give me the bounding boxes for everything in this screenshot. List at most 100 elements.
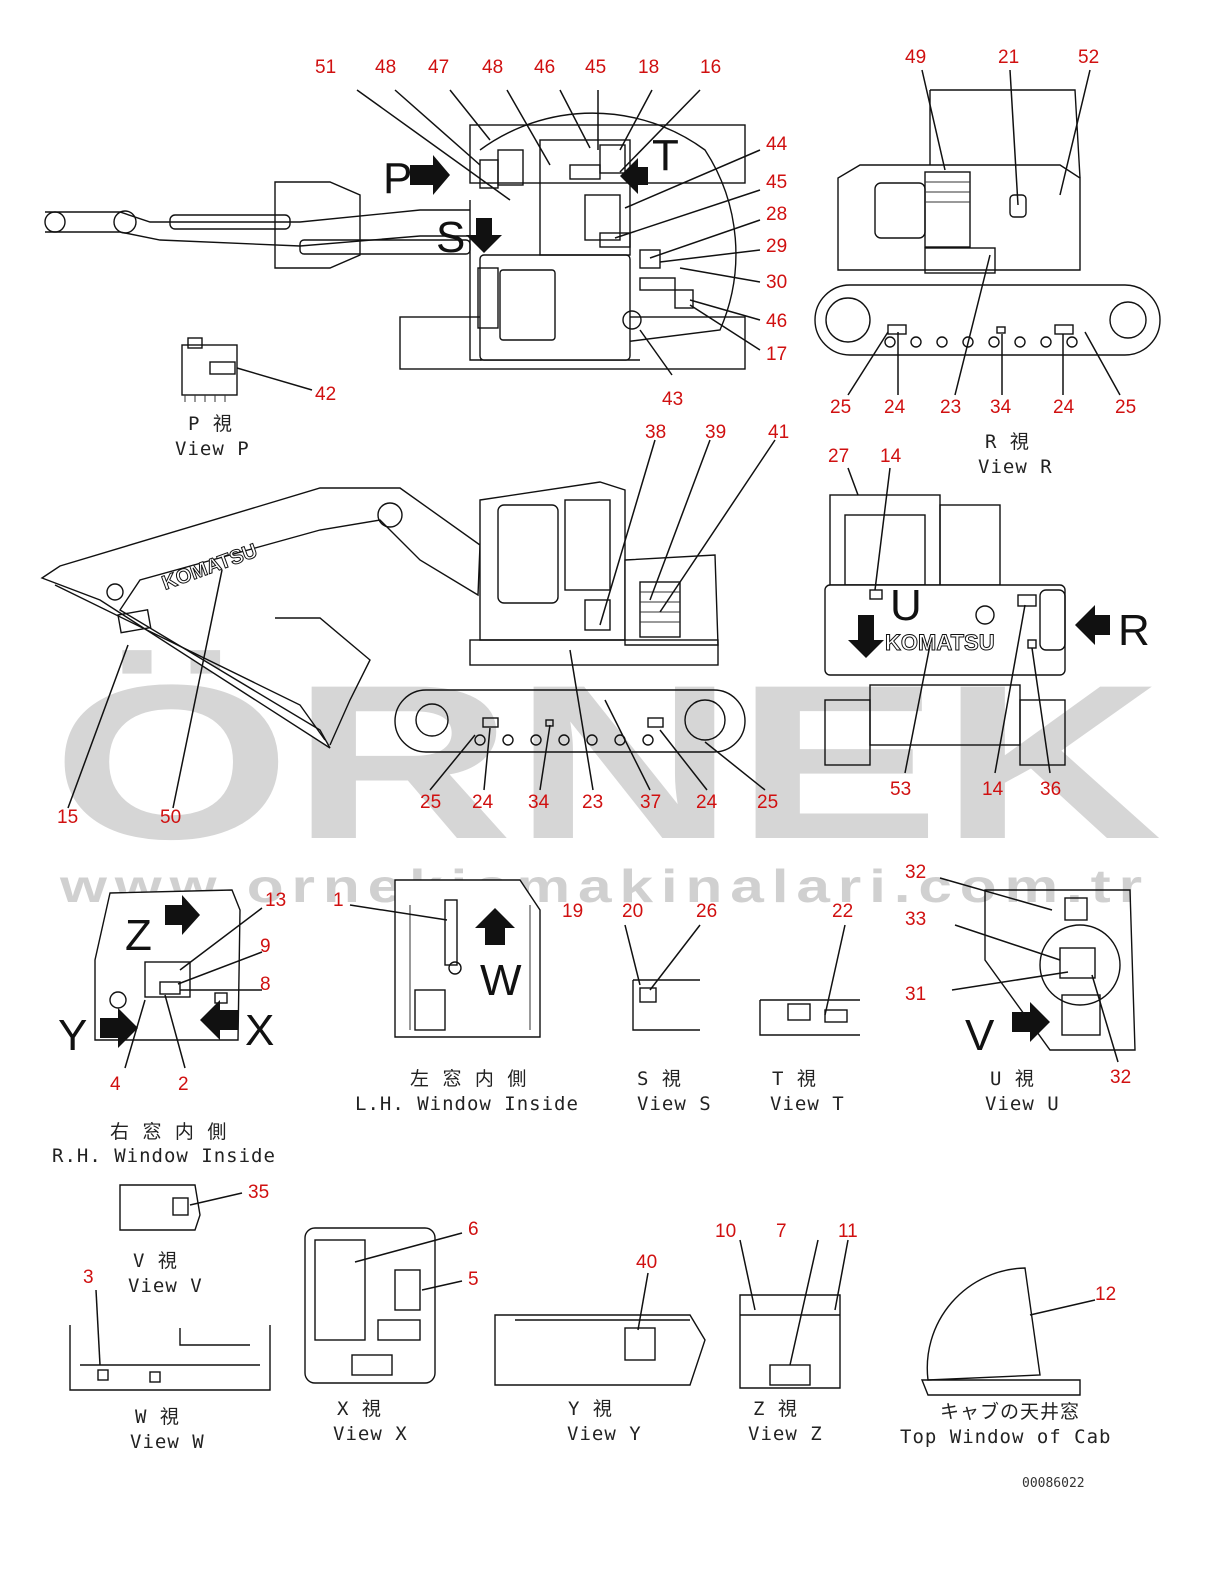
watermark: ÖRNEK www.ornekismakinalari.com.tr: [52, 639, 1162, 912]
callout: 6: [468, 1219, 479, 1240]
top-plan-view: P T S 51 48 47 48 46 45 18 16 44 45 28 2…: [44, 57, 788, 410]
view-w-caption-en: View W: [130, 1431, 205, 1453]
callout: 3: [83, 1267, 94, 1288]
arrow-down-icon: [848, 615, 884, 658]
view-w: 3 W 視 View W: [69, 1267, 271, 1453]
arrow-left-icon: [620, 158, 648, 194]
arrow-left-icon: [1075, 605, 1110, 645]
callout: 45: [766, 172, 787, 193]
callout: 37: [640, 792, 661, 813]
top-window-view: 12 キャブの天井窓 Top Window of Cab: [900, 1267, 1116, 1448]
callout: 52: [1078, 47, 1099, 68]
view-t: 22 T 視 View T: [759, 901, 860, 1115]
callout: 41: [768, 422, 789, 443]
view-letter-w: W: [480, 956, 522, 1005]
callout: 29: [766, 236, 787, 257]
view-letter-x: X: [245, 1006, 274, 1055]
callout: 26: [696, 901, 717, 922]
view-t-caption-jp: T 視: [772, 1068, 817, 1090]
callout: 39: [705, 422, 726, 443]
view-letter-p: P: [383, 154, 412, 203]
callout: 19: [562, 901, 583, 922]
callout: 24: [884, 397, 906, 418]
callout: 25: [1115, 397, 1136, 418]
callout: 46: [766, 311, 787, 332]
callout: 5: [468, 1269, 479, 1290]
arrow-down-icon: [466, 218, 502, 253]
callout: 45: [585, 57, 606, 78]
view-p-caption-en: View P: [175, 438, 250, 460]
callout: 14: [880, 446, 902, 467]
callout: 46: [534, 57, 555, 78]
callout: 20: [622, 901, 643, 922]
counterweight-brand-decal: KOMATSU: [885, 630, 995, 655]
callout: 10: [715, 1221, 736, 1242]
rh-window-view: Z Y X 13 9 8 4 2 右 窓 内 側 R.H. Window Ins…: [52, 889, 286, 1167]
callout: 11: [838, 1221, 858, 1242]
top-window-caption-jp: キャブの天井窓: [940, 1400, 1080, 1423]
callout: 9: [260, 936, 271, 957]
callout: 24: [1053, 397, 1075, 418]
view-z-caption-jp: Z 視: [753, 1398, 798, 1420]
view-letter-t: T: [652, 131, 679, 180]
callout: 32: [1110, 1067, 1131, 1088]
view-letter-r: R: [1118, 606, 1150, 655]
callout: 51: [315, 57, 336, 78]
view-x-caption-en: View X: [333, 1423, 408, 1445]
callout: 25: [757, 792, 778, 813]
callout: 27: [828, 446, 849, 467]
callout: 34: [990, 397, 1012, 418]
callout: 36: [1040, 779, 1061, 800]
callout: 40: [636, 1252, 657, 1273]
callout: 30: [766, 272, 787, 293]
callout: 34: [528, 792, 550, 813]
callout: 8: [260, 974, 271, 995]
callout: 18: [638, 57, 659, 78]
rh-window-caption-en: R.H. Window Inside: [52, 1145, 276, 1167]
view-letter-v: V: [965, 1011, 995, 1060]
callout: 23: [582, 792, 603, 813]
view-y-caption-en: View Y: [567, 1423, 642, 1445]
callout: 16: [700, 57, 721, 78]
arrow-left-icon: [200, 1000, 238, 1040]
callout: 14: [982, 779, 1004, 800]
callout: 17: [766, 344, 787, 365]
callout: 47: [428, 57, 449, 78]
callout: 53: [890, 779, 911, 800]
view-p-caption-jp: P 視: [188, 413, 233, 435]
callout: 35: [248, 1182, 269, 1203]
callout: 38: [645, 422, 666, 443]
view-s-caption-jp: S 視: [637, 1068, 682, 1090]
callout: 25: [830, 397, 851, 418]
callout: 48: [375, 57, 396, 78]
rh-window-caption-jp: 右 窓 内 側: [110, 1121, 227, 1143]
view-w-caption-jp: W 視: [135, 1406, 180, 1428]
callout: 21: [998, 47, 1019, 68]
watermark-url: www.ornekismakinalari.com.tr: [59, 860, 1150, 912]
callout: 32: [905, 862, 926, 883]
side-view-right: 49 21 52 25 24 23 34 24 25: [814, 47, 1161, 418]
arrow-right-icon: [165, 895, 200, 935]
view-letter-s: S: [436, 213, 465, 262]
view-x: 6 5 X 視 View X: [304, 1219, 479, 1445]
callout: 15: [57, 807, 78, 828]
view-z-caption-en: View Z: [748, 1423, 823, 1445]
drawing-code: 00086022: [1022, 1476, 1085, 1491]
view-letter-z: Z: [125, 911, 152, 960]
view-s-caption-en: View S: [637, 1093, 712, 1115]
callout: 22: [832, 901, 853, 922]
view-s: 19 20 26 S 視 View S: [562, 901, 717, 1115]
callout: 24: [472, 792, 494, 813]
callout: 48: [482, 57, 503, 78]
callout: 2: [178, 1074, 189, 1095]
arrow-right-icon: [100, 1008, 138, 1048]
callout: 13: [265, 890, 286, 911]
view-z: 10 7 11 Z 視 View Z: [715, 1221, 858, 1445]
callout: 4: [110, 1074, 121, 1095]
arrow-right-icon: [410, 155, 450, 195]
callout: 23: [940, 397, 961, 418]
callout: 7: [776, 1221, 787, 1242]
view-r-caption-jp: R 視: [985, 431, 1030, 453]
view-x-caption-jp: X 視: [337, 1398, 382, 1420]
arrow-right-icon: [1012, 1002, 1050, 1042]
